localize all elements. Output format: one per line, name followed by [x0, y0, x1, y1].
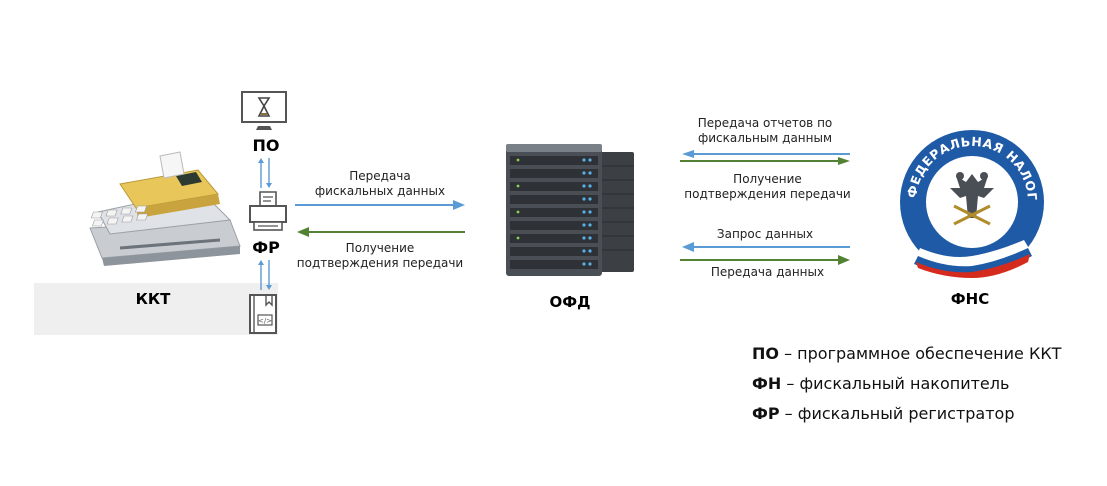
flow-fns-to-ofd-line1: Получение [733, 172, 802, 186]
fns-label: ФНС [950, 290, 990, 308]
fiscal-storage-book-icon: </> [249, 294, 277, 334]
flow-kkt-to-ofd-line2: фискальных данных [314, 184, 446, 198]
legend-definition: – программное обеспечение ККТ [779, 344, 1062, 363]
legend-item-po: ПО – программное обеспечение ККТ [752, 344, 1061, 363]
kkt-label: ККТ [135, 290, 171, 308]
po-label: ПО [252, 136, 280, 155]
arrow-kkt-to-ofd [295, 200, 465, 210]
kkt-shadow [34, 283, 278, 335]
flow-ofd-to-fns-line2: фискальным данным [697, 131, 833, 145]
fr-fn-arrows [258, 260, 272, 290]
printer-receipt-icon [249, 191, 287, 231]
legend-definition: – фискальный регистратор [779, 404, 1015, 423]
fr-label: ФР [252, 238, 280, 257]
monitor-hourglass-icon [241, 91, 287, 130]
legend-term: ФН [752, 374, 782, 393]
legend-term: ФР [752, 404, 780, 423]
flow-ofd-to-fns-line1: Передача отчетов по [697, 116, 833, 130]
legend-item-fr: ФР – фискальный регистратор [752, 404, 1061, 423]
flow-fns-to-ofd-line2: подтверждения передачи [684, 187, 851, 201]
arrow-fns-to-ofd-confirm-line [680, 150, 850, 162]
arrow-fns-to-ofd-request [682, 242, 850, 252]
flow-ofd-to-kkt-label: Получение подтверждения передачи [290, 241, 470, 271]
flow-ofd-send-label: Передача данных [710, 265, 825, 279]
server-rack-icon [506, 144, 634, 276]
legend: ПО – программное обеспечение ККТ ФН – фи… [752, 344, 1061, 423]
fns-emblem-logo: ФЕДЕРАЛЬНАЯ НАЛОГОВАЯ СЛУЖБА [890, 116, 1044, 278]
flow-fns-to-ofd-label: Получение подтверждения передачи [680, 172, 855, 202]
arrow-ofd-to-fns-report [838, 157, 850, 165]
ofd-label: ОФД [549, 293, 591, 311]
legend-definition: – фискальный накопитель [781, 374, 1010, 393]
flow-kkt-to-ofd-label: Передача фискальных данных [300, 169, 460, 199]
flow-ofd-to-kkt-line2: подтверждения передачи [296, 256, 464, 270]
flow-ofd-to-kkt-line1: Получение [345, 241, 415, 255]
legend-term: ПО [752, 344, 779, 363]
arrow-ofd-to-fns-data [680, 255, 850, 265]
flow-ofd-to-fns-label: Передача отчетов по фискальным данным [680, 116, 850, 146]
cash-register-icon [89, 151, 241, 266]
po-fr-arrows [258, 158, 272, 188]
svg-text:</>: </> [258, 317, 272, 325]
legend-item-fn: ФН – фискальный накопитель [752, 374, 1061, 393]
flow-fns-request-label: Запрос данных [716, 227, 814, 241]
arrow-ofd-to-kkt [297, 227, 465, 237]
flow-kkt-to-ofd-line1: Передача [349, 169, 411, 183]
